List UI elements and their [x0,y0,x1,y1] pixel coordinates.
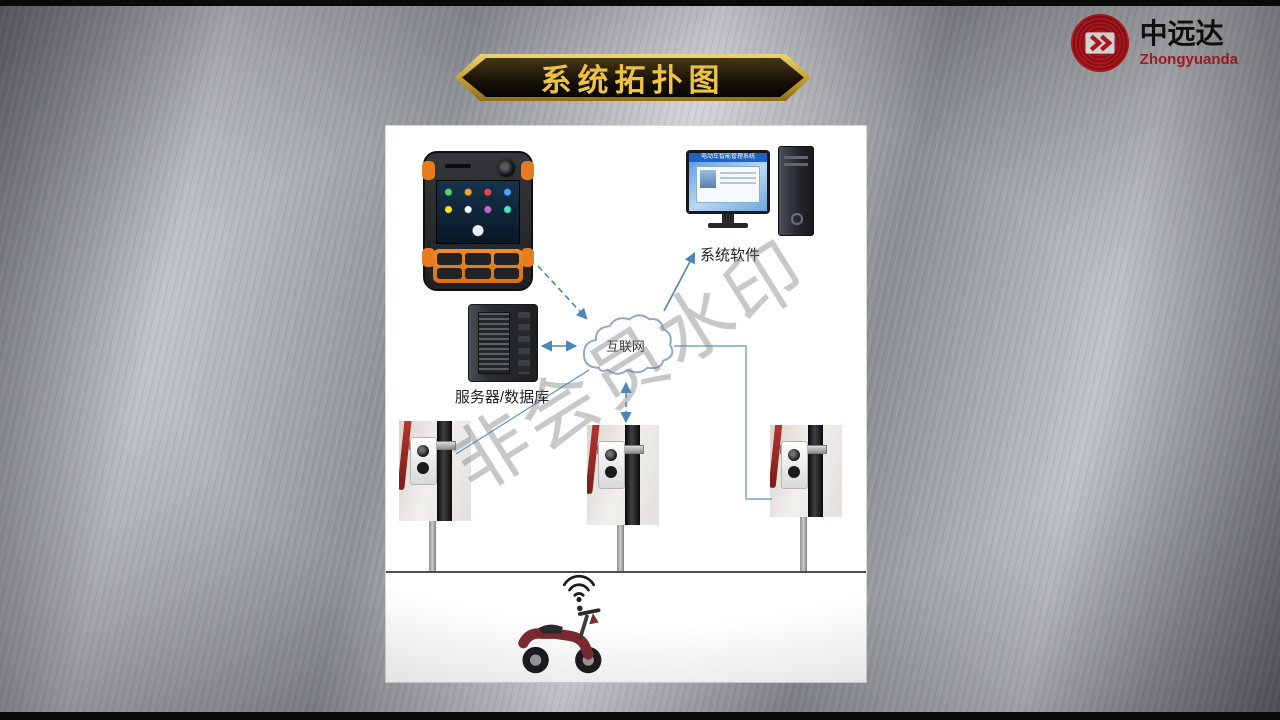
title-banner: 系统拓扑图 [455,54,811,101]
server-icon [468,304,538,382]
ground-line [386,571,866,573]
company-logo: 中远达 Zhongyuanda [1069,12,1238,74]
server-vents [478,312,510,374]
camera-icon [496,158,517,179]
monitor-title: 电动车智能管理系统 [689,153,767,162]
monitor-app-window [696,166,760,203]
wifi-icon [562,574,596,603]
keypad-key [465,253,491,265]
top-border [0,0,1280,6]
logo-name: 中远达 [1139,18,1224,50]
handheld-bumper [521,248,534,267]
monitor-screen: 电动车智能管理系统 [689,153,767,211]
connector-lines [455,252,772,500]
beam-detector-3 [770,425,842,517]
handheld-bumper [422,248,435,267]
monitor-base [708,223,748,228]
keypad-key [493,253,519,265]
logo-text: 中远达 Zhongyuanda [1140,18,1238,67]
pole-extension-2 [617,525,624,571]
bottom-border [0,712,1280,720]
monitor-stand [722,214,734,223]
detector-sensor [410,437,437,485]
banner-dark-fill [462,58,804,97]
keypad-key [437,253,463,265]
cloud-shape: 互联网 [582,314,674,375]
beam-detector-1 [399,421,471,521]
monitor: 电动车智能管理系统 [686,150,770,214]
page-title: 系统拓扑图 [540,63,726,98]
keypad-key [493,267,519,279]
software-label: 系统软件 [699,247,760,264]
handheld-terminal-icon [422,151,534,291]
link-handheld-cloud [537,265,588,320]
handheld-bumper [521,161,534,180]
handheld-bumper [422,161,435,180]
server-drive-bays [518,312,530,374]
scooter-icon [518,605,602,674]
link-cloud-detector3 [674,345,772,500]
logo-subtitle: Zhongyuanda [1139,50,1238,68]
link-cloud-software [663,252,696,312]
detector-sensor [781,441,808,489]
keypad-key [465,267,491,279]
cloud-label: 互联网 [606,339,645,354]
pole-extension-3 [800,517,807,571]
beam-detector-2 [587,425,659,525]
handheld-screen [436,180,520,244]
pole-extension-1 [429,521,436,571]
internet-cloud: 互联网 [574,308,678,382]
diagram-panel: 电动车智能管理系统 系统软件 服务器/数据库 互联网 [385,125,867,683]
link-cloud-detector1 [455,369,590,455]
handheld-keypad [433,249,523,283]
logo-icon [1070,13,1129,73]
desktop-computer-icon: 电动车智能管理系统 [686,144,814,256]
detector-sensor [598,441,625,489]
pc-tower [778,146,814,236]
speaker-slot [445,164,471,168]
server-label: 服务器/数据库 [454,389,550,406]
keypad-key [437,267,463,279]
